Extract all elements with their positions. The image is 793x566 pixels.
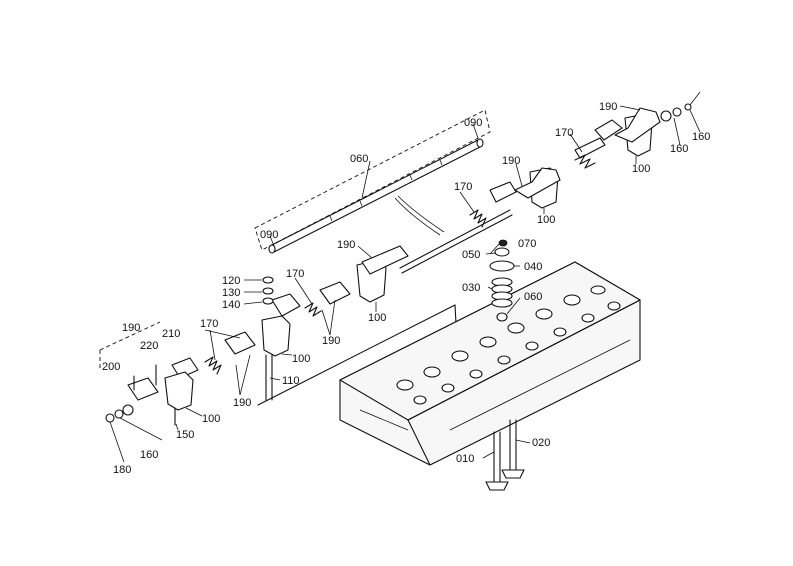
callout-190-b: 190 — [502, 155, 520, 167]
callout-180: 180 — [113, 464, 131, 476]
rocker-arm-middle-right — [469, 167, 561, 228]
cylinder-head — [339, 261, 641, 466]
callout-120: 120 — [222, 275, 240, 287]
callout-100-e: 100 — [202, 413, 220, 425]
callout-190-e: 190 — [233, 397, 251, 409]
rocker-shaft — [254, 109, 513, 274]
rocker-arm-center — [304, 245, 409, 317]
callout-190-d: 190 — [322, 335, 340, 347]
callout-200: 200 — [102, 361, 120, 373]
callout-170-d: 170 — [200, 318, 218, 330]
callout-140: 140 — [222, 299, 240, 311]
rocker-arm-upper-right — [574, 103, 692, 169]
callout-070: 070 — [518, 238, 536, 250]
callout-130: 130 — [222, 287, 240, 299]
callout-160-b: 160 — [692, 131, 710, 143]
callout-170-b: 170 — [454, 181, 472, 193]
callout-170-a: 170 — [555, 127, 573, 139]
callout-060-seal: 060 — [524, 291, 542, 303]
valve-spring-assembly — [489, 239, 515, 322]
callout-170-c: 170 — [286, 268, 304, 280]
callout-040: 040 — [524, 261, 542, 273]
callout-100-d: 100 — [292, 353, 310, 365]
callout-100-a: 100 — [632, 163, 650, 175]
callout-160-a: 160 — [670, 143, 688, 155]
callout-050: 050 — [462, 249, 480, 261]
callout-090-left: 090 — [260, 229, 278, 241]
callout-150: 150 — [176, 429, 194, 441]
callout-190-a: 190 — [599, 101, 617, 113]
callout-030: 030 — [462, 282, 480, 294]
valves — [485, 419, 525, 491]
callout-220: 220 — [140, 340, 158, 352]
callout-100-b: 100 — [537, 214, 555, 226]
callout-010: 010 — [456, 453, 474, 465]
callout-100-c: 100 — [368, 312, 386, 324]
callout-110: 110 — [282, 375, 300, 387]
callout-210: 210 — [162, 328, 180, 340]
callout-labels: 010 020 030 040 050 060 060 070 090 090 … — [102, 101, 710, 476]
callout-020: 020 — [532, 437, 550, 449]
callout-190-f: 190 — [122, 322, 140, 334]
callout-090-top: 090 — [464, 117, 482, 129]
callout-190-c: 190 — [337, 239, 355, 251]
callout-160-c: 160 — [140, 449, 158, 461]
rocker-arm-left — [105, 276, 301, 426]
callout-060-shaft: 060 — [350, 153, 368, 165]
leader-lines — [109, 91, 701, 463]
